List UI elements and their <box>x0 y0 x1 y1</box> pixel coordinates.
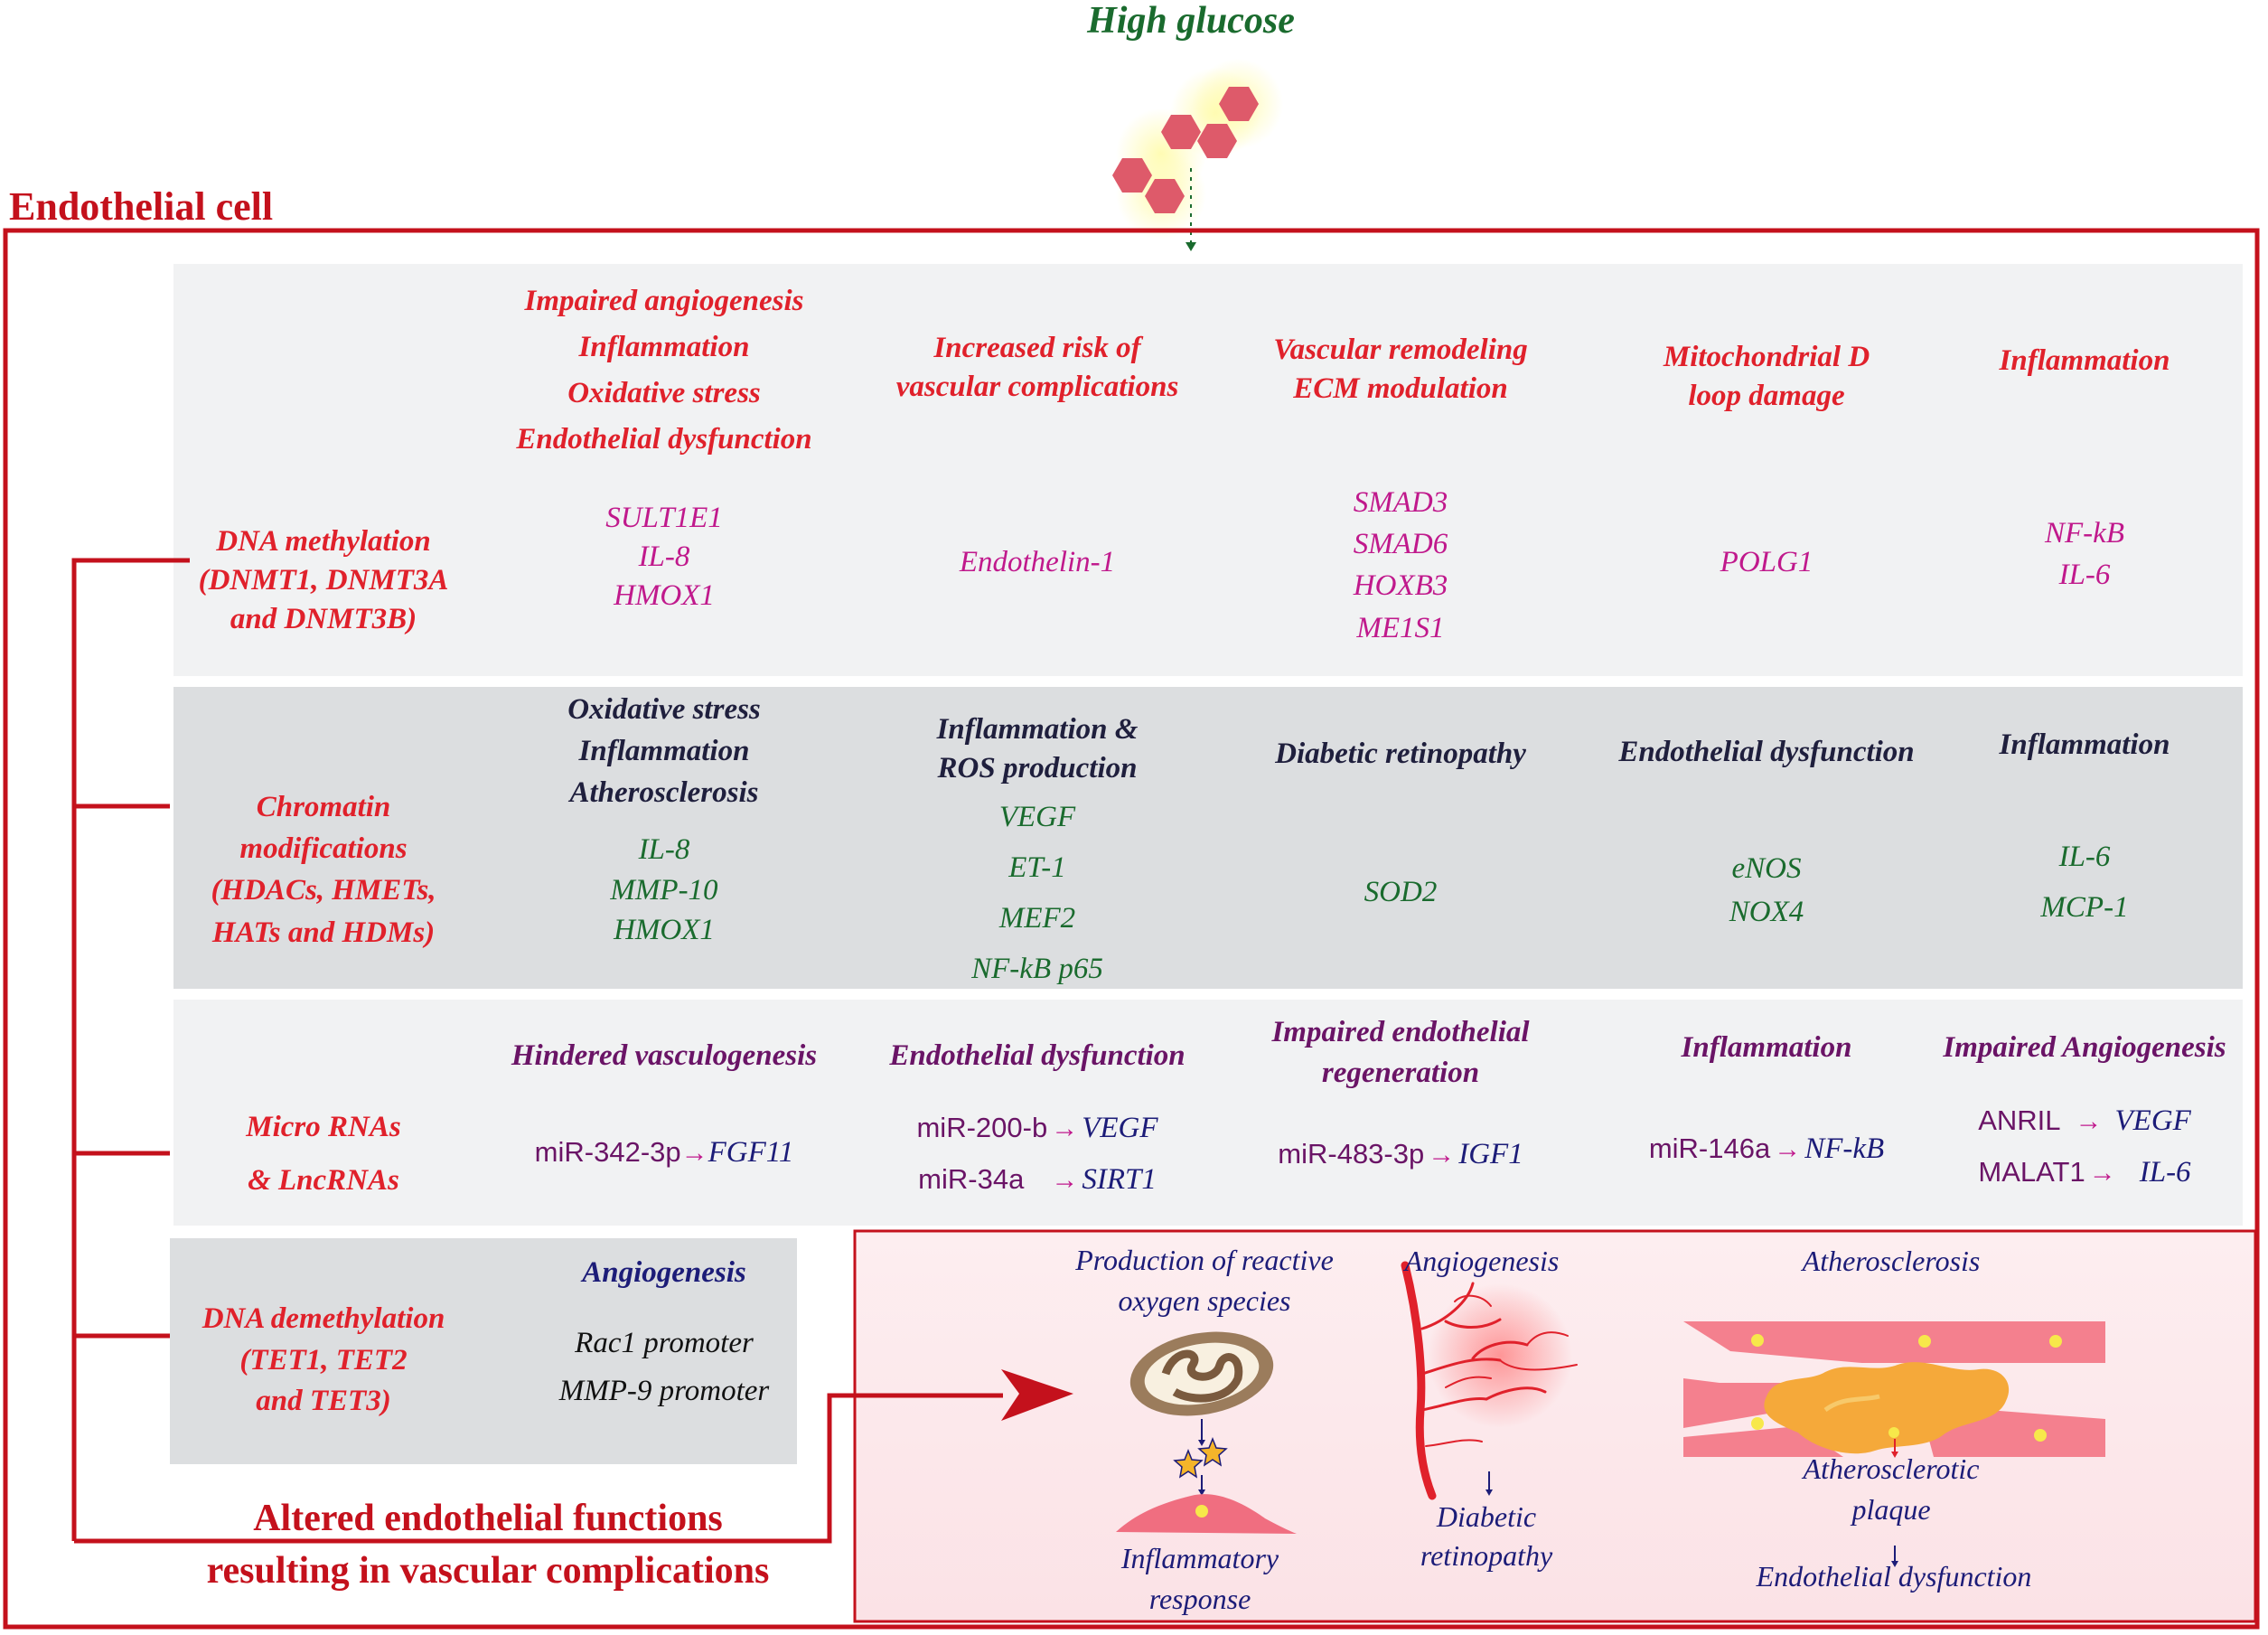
glucose-arrowhead <box>1186 242 1196 251</box>
chromatin-panel <box>173 687 2243 989</box>
ros-label: Production of reactive oxygen species <box>1075 1244 1334 1317</box>
arrow-right-icon: → <box>2088 1158 2116 1188</box>
methylation-effect-1: Impaired angiogenesis Inflammation Oxida… <box>516 285 812 456</box>
methylation-effect-2: Increased risk of vascular complications <box>895 332 1179 403</box>
dna-demethylation-label: DNA demethylation (TET1, TET2 and TET3) <box>201 1302 445 1418</box>
mirna-effect-4: Inflammation <box>1681 1031 1852 1064</box>
mirna-pair: miR-200-b → VEGF <box>916 1112 1157 1145</box>
glucose-hexagon <box>1145 179 1185 213</box>
mirna-name: miR-200-b <box>916 1112 1048 1143</box>
mirna-pair: MALAT1 → IL-6 <box>1978 1156 2190 1189</box>
atherosclerosis-vessel-icon <box>1683 1321 2105 1457</box>
mirna-name: miR-342-3p <box>534 1136 681 1168</box>
methylation-genes-2: Endothelin-1 <box>959 546 1116 578</box>
chromatin-label: Chromatin modifications (HDACs, HMETs, H… <box>211 791 436 949</box>
mirna-pair: ANRIL → VEGF <box>1978 1104 2191 1138</box>
big-arrow-head <box>1001 1369 1073 1421</box>
methylation-genes-3: SMAD3 SMAD6 HOXB3 ME1S1 <box>1353 486 1448 644</box>
methylation-genes-1: SULT1E1 IL-8 HMOX1 <box>605 502 723 612</box>
methylation-genes-4: POLG1 <box>1720 546 1813 578</box>
mirna-effect-5: Impaired Angiogenesis <box>1943 1031 2226 1064</box>
angiogenesis-label: Angiogenesis <box>1404 1245 1560 1277</box>
mirna-effect-3: Impaired endothelial regeneration <box>1271 1016 1530 1089</box>
arrow-right-icon: → <box>1051 1165 1079 1195</box>
chromatin-effect-3: Diabetic retinopathy <box>1275 738 1526 770</box>
arrow-right-icon: → <box>1774 1134 1802 1164</box>
chromatin-genes-4: eNOS NOX4 <box>1729 852 1804 928</box>
mirna-target: VEGF <box>2114 1104 2191 1137</box>
glucose-hexagon <box>1161 115 1201 149</box>
mirna-effect-2: Endothelial dysfunction <box>889 1039 1186 1072</box>
chromatin-effect-4: Endothelial dysfunction <box>1618 736 1915 768</box>
methylation-effect-5: Inflammation <box>1999 344 2170 377</box>
mirna-name: miR-146a <box>1648 1132 1771 1164</box>
arrow-right-icon: → <box>680 1138 708 1168</box>
dna-demethylation-panel <box>170 1238 797 1464</box>
mirna-target: VEGF <box>1082 1112 1158 1144</box>
glucose-hexagon <box>1197 124 1237 158</box>
mirna-pair: miR-146a → NF-kB <box>1649 1132 1884 1166</box>
arrow-right-icon: → <box>1428 1140 1456 1170</box>
high-glucose-label: High glucose <box>1087 0 1295 42</box>
chromatin-genes-1: IL-8 MMP-10 HMOX1 <box>610 833 718 947</box>
mirna-name: miR-34a <box>918 1163 1025 1195</box>
angiogenesis-vessel-icon <box>1401 1261 1578 1500</box>
glucose-hexagon <box>1112 158 1152 193</box>
mirna-pair: miR-342-3p→FGF11 <box>535 1136 794 1170</box>
mirna-name: MALAT1 <box>1978 1156 2085 1188</box>
methylation-effect-3: Vascular remodeling ECM modulation <box>1273 334 1528 405</box>
chromatin-genes-5: IL-6 MCP-1 <box>2040 841 2129 925</box>
chromatin-effect-1: Oxidative stress Inflammation Atheroscle… <box>567 693 761 810</box>
dna-methylation-panel <box>173 264 2243 676</box>
endothelial-cell-frame <box>3 228 2260 1630</box>
chromatin-genes-3: SOD2 <box>1364 876 1438 908</box>
ros-star-icon <box>1173 1448 1204 1479</box>
endothelial-cell-label: Endothelial cell <box>9 184 274 229</box>
arrow-right-icon: → <box>2075 1106 2103 1136</box>
inflammatory-response-label: Inflammatory response <box>1120 1542 1279 1615</box>
chromatin-effect-2: Inflammation & ROS production <box>936 713 1139 785</box>
mirna-target: FGF11 <box>708 1136 794 1169</box>
mitochondrion-icon <box>1129 1331 1274 1416</box>
mirna-effect-1: Hindered vasculogenesis <box>511 1039 818 1072</box>
mirna-pair: miR-483-3p → IGF1 <box>1278 1138 1523 1171</box>
outcome-title: Altered endothelial functions resulting … <box>206 1498 770 1592</box>
atherosclerosis-label: Atherosclerosis <box>1802 1245 1981 1277</box>
chromatin-effect-5: Inflammation <box>1999 728 2170 761</box>
endothelial-dysfunction-label: Endothelial dysfunction <box>1756 1560 2032 1593</box>
micro-rna-label: Micro RNAs & LncRNAs <box>246 1111 401 1198</box>
demethylation-effect: Angiogenesis <box>582 1256 746 1289</box>
methylation-genes-5: NF-kB IL-6 <box>2045 517 2124 592</box>
glucose-hexagon <box>1219 87 1259 121</box>
mirna-target: NF-kB <box>1804 1132 1885 1165</box>
plaque-icon <box>1764 1362 2010 1454</box>
glucose-molecules <box>1112 59 1283 251</box>
mirna-pair: miR-34a → SIRT1 <box>918 1163 1157 1197</box>
mirna-target: SIRT1 <box>1082 1163 1157 1196</box>
mirna-name: ANRIL <box>1978 1104 2061 1136</box>
atherosclerotic-plaque-label: Atherosclerotic plaque <box>1803 1452 1980 1526</box>
methylation-effect-4: Mitochondrial D loop damage <box>1663 341 1870 412</box>
dna-methylation-label: DNA methylation (DNMT1, DNMT3A and DNMT3… <box>198 525 449 635</box>
ros-star-icon <box>1197 1436 1228 1467</box>
demethylation-genes: Rac1 promoter MMP-9 promoter <box>558 1327 770 1407</box>
mirna-target: IGF1 <box>1458 1138 1523 1170</box>
bracket-connectors <box>71 558 1003 1544</box>
chromatin-genes-2: VEGF ET-1 MEF2 NF-kB p65 <box>971 801 1103 986</box>
mirna-name: miR-483-3p <box>1278 1138 1425 1170</box>
diabetic-retinopathy-label: Diabetic retinopathy <box>1420 1500 1553 1573</box>
mirna-target: IL-6 <box>2139 1156 2191 1189</box>
micro-rna-panel <box>173 1000 2243 1226</box>
arrow-right-icon: → <box>1051 1113 1079 1143</box>
